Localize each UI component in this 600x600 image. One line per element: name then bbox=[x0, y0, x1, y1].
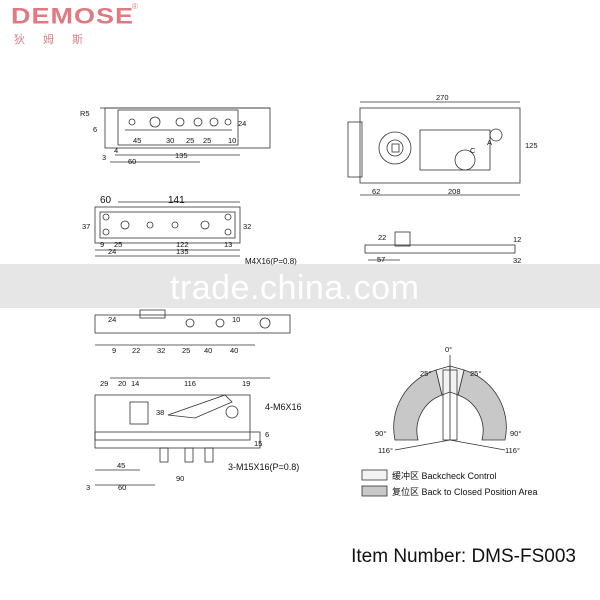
angle-116-right: 116° bbox=[505, 446, 520, 455]
legend-swatch-backcheck bbox=[361, 469, 388, 481]
dim-25b: 25 bbox=[203, 136, 211, 145]
item-number: Item Number: DMS-FS003 bbox=[351, 546, 576, 567]
dim-side-40b: 40 bbox=[230, 346, 238, 355]
watermark-band bbox=[0, 264, 600, 308]
dim-side-40a: 40 bbox=[204, 346, 212, 355]
dim-bottom-90: 90 bbox=[176, 474, 184, 483]
dim-r5: R5 bbox=[80, 109, 90, 118]
dim-tr-125: 125 bbox=[525, 141, 538, 150]
dim-side-32: 32 bbox=[157, 346, 165, 355]
dim-tr-208: 208 bbox=[448, 187, 461, 196]
side-view bbox=[94, 309, 291, 346]
angle-diagram bbox=[393, 355, 507, 451]
dim-bottom-14: 14 bbox=[131, 379, 139, 388]
legend-closed-position-label: 复位区 Back to Closed Position Area bbox=[392, 486, 538, 497]
angle-90-left: 90° bbox=[375, 429, 386, 438]
dim-ss-12: 12 bbox=[513, 235, 521, 244]
label-a: A bbox=[487, 138, 492, 147]
dim-60: 60 bbox=[128, 157, 136, 166]
top-left-view bbox=[100, 107, 271, 163]
dim-10: 10 bbox=[228, 136, 236, 145]
dim-tr-270: 270 bbox=[436, 93, 449, 102]
dim-bottom-116: 116 bbox=[184, 379, 196, 388]
top-right-view bbox=[347, 101, 521, 196]
dim-bottom-3: 3 bbox=[86, 483, 90, 492]
thread-spec: M4X16(P=0.8) bbox=[245, 257, 297, 266]
dim-bottom-29: 29 bbox=[100, 379, 108, 388]
angle-90-right: 90° bbox=[510, 429, 521, 438]
dim-plate-135: 135 bbox=[176, 247, 189, 256]
dim-tr-62: 62 bbox=[372, 187, 380, 196]
angle-25-left: 25° bbox=[420, 369, 431, 378]
angle-0: 0° bbox=[445, 345, 452, 354]
watermark-text: trade.china.com bbox=[170, 269, 420, 307]
registered-mark: ® bbox=[132, 2, 138, 11]
dim-plate-24: 24 bbox=[108, 247, 116, 256]
dim-4: 4 bbox=[114, 146, 118, 155]
angle-25-right: 25° bbox=[470, 369, 481, 378]
dim-25a: 25 bbox=[186, 136, 194, 145]
dim-plate-32: 32 bbox=[243, 222, 251, 231]
dim-plate-9: 9 bbox=[100, 240, 104, 249]
dim-24: 24 bbox=[238, 119, 246, 128]
dim-6: 6 bbox=[93, 125, 97, 134]
dim-45: 45 bbox=[133, 136, 141, 145]
dim-plate-37: 37 bbox=[82, 222, 90, 231]
legend-swatch-closed-position bbox=[361, 485, 388, 497]
brand-logo: DEMOSE bbox=[11, 4, 135, 29]
small-side-view bbox=[364, 231, 516, 261]
dim-plate-122: 122 bbox=[176, 240, 189, 249]
dim-ss-22: 22 bbox=[378, 233, 386, 242]
dim-bottom-15: 15 bbox=[254, 439, 262, 448]
dim-side-9: 9 bbox=[112, 346, 116, 355]
bottom-view bbox=[94, 377, 270, 486]
brand-chinese-name: 狄姆斯 bbox=[14, 33, 101, 46]
dim-bottom-45: 45 bbox=[117, 461, 125, 470]
dim-plate-25: 25 bbox=[114, 240, 122, 249]
dim-plate-141: 141 bbox=[168, 195, 185, 206]
dim-ss-32: 32 bbox=[513, 256, 521, 265]
dim-135: 135 bbox=[175, 151, 188, 160]
dim-bottom-38: 38 bbox=[156, 408, 164, 417]
dim-side-25: 25 bbox=[182, 346, 190, 355]
label-c: C bbox=[470, 146, 476, 155]
dim-3: 3 bbox=[102, 153, 106, 162]
dim-bottom-19: 19 bbox=[242, 379, 250, 388]
dim-side-22: 22 bbox=[132, 346, 140, 355]
dim-side-24: 24 bbox=[108, 315, 116, 324]
angle-116-left: 116° bbox=[378, 446, 393, 455]
dim-plate-60: 60 bbox=[100, 195, 112, 206]
dim-side-10: 10 bbox=[232, 315, 240, 324]
screw-spec-m15: 3-M15X16(P=0.8) bbox=[228, 462, 299, 472]
dim-bottom-6: 6 bbox=[265, 430, 269, 439]
legend-backcheck-label: 缓冲区 Backcheck Control bbox=[392, 470, 497, 481]
dim-plate-13: 13 bbox=[224, 240, 232, 249]
plate-view bbox=[94, 201, 241, 257]
dim-bottom-60: 60 bbox=[118, 483, 126, 492]
dim-bottom-20: 20 bbox=[118, 379, 126, 388]
dim-30: 30 bbox=[166, 136, 174, 145]
dim-ss-57: 57 bbox=[377, 255, 385, 264]
screw-spec-m6: 4-M6X16 bbox=[265, 402, 302, 412]
